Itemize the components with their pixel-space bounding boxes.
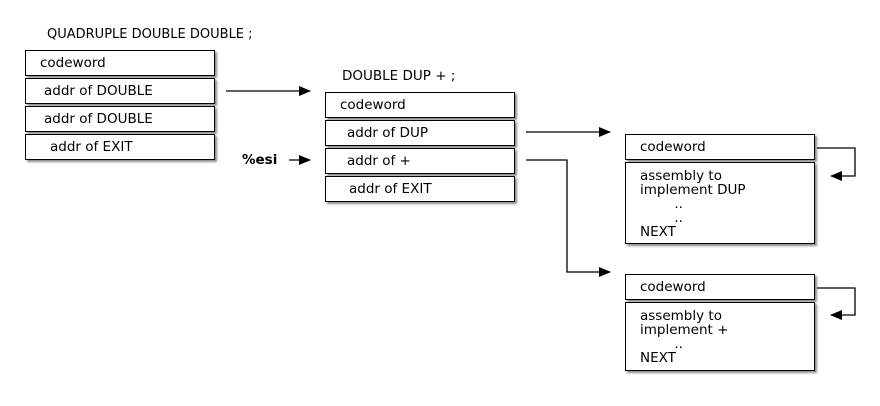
- cell-label: codeword: [340, 97, 406, 113]
- cell-label: addr of EXIT: [50, 139, 133, 155]
- double-definition-title: DOUBLE DUP + ;: [342, 68, 456, 84]
- cell-label: codeword: [640, 139, 706, 155]
- dup-body-line: NEXT: [640, 224, 676, 240]
- dup-body-line: ..: [640, 196, 683, 212]
- dup-body-line: assembly to: [640, 168, 722, 184]
- plus-body-line: NEXT: [640, 350, 676, 366]
- cell-label: addr of DOUBLE: [44, 83, 153, 99]
- plus-body-line: assembly to: [640, 308, 722, 324]
- dup-body-line: implement DUP: [640, 182, 746, 198]
- cell-label: addr of DUP: [347, 125, 428, 141]
- dup-assembly-block: assembly to implement DUP .. .. NEXT: [625, 162, 815, 244]
- cell-label: codeword: [640, 279, 706, 295]
- quadruple-codeword-cell: codeword: [25, 50, 215, 76]
- arrow-plus-to-codeword: [526, 159, 611, 277]
- quadruple-addr-double-1-cell: addr of DOUBLE: [25, 78, 215, 104]
- esi-register-label: %esi: [242, 152, 278, 168]
- arrow-dup-codeword-to-assembly: [817, 147, 856, 181]
- dup-body-line: ..: [640, 210, 683, 226]
- double-codeword-cell: codeword: [325, 92, 515, 118]
- double-addr-exit-cell: addr of EXIT: [325, 176, 515, 202]
- cell-label: codeword: [40, 55, 106, 71]
- double-addr-plus-cell: addr of +: [325, 148, 515, 174]
- cell-label: addr of DOUBLE: [44, 111, 153, 127]
- arrow-plus-codeword-to-assembly: [817, 287, 856, 320]
- cell-label: addr of +: [347, 153, 411, 169]
- double-addr-dup-cell: addr of DUP: [325, 120, 515, 146]
- quadruple-addr-exit-cell: addr of EXIT: [25, 134, 215, 160]
- quadruple-definition-title: QUADRUPLE DOUBLE DOUBLE ;: [47, 27, 253, 42]
- plus-body-line: implement +: [640, 322, 729, 338]
- plus-body-line: ..: [640, 336, 683, 352]
- cell-label: addr of EXIT: [349, 181, 432, 197]
- quadruple-addr-double-2-cell: addr of DOUBLE: [25, 106, 215, 132]
- plus-assembly-block: assembly to implement + .. NEXT: [625, 302, 815, 371]
- plus-codeword-cell: codeword: [625, 274, 815, 300]
- dup-codeword-cell: codeword: [625, 134, 815, 160]
